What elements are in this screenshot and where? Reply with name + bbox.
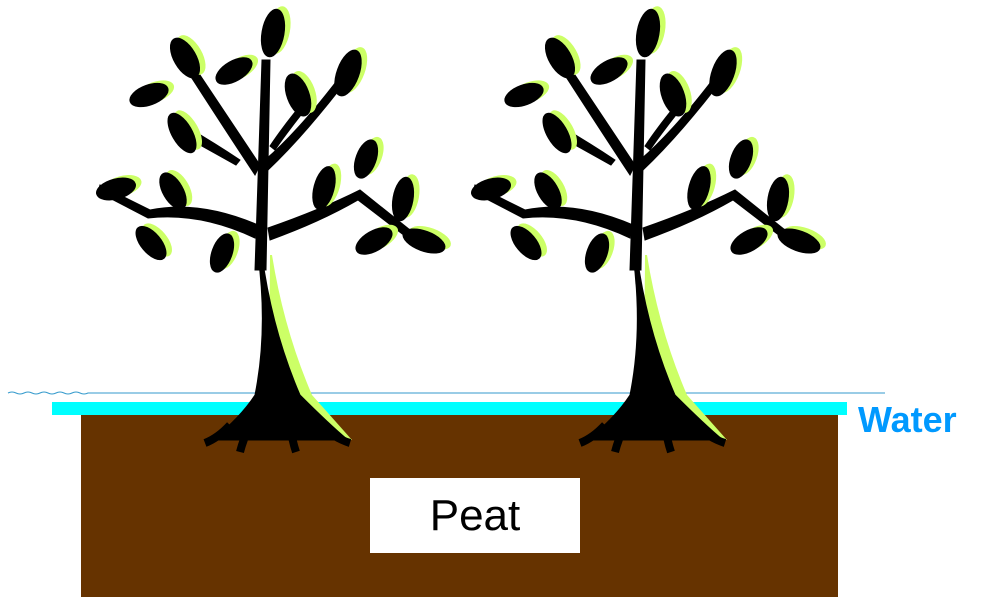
peat-label: Peat [430,491,521,541]
water-band [52,402,847,415]
water-label: Water [858,398,957,442]
water-ripple [8,392,885,394]
tree-left-icon [94,4,454,452]
peat-label-box: Peat [370,478,580,553]
tree-right-icon [469,4,829,452]
